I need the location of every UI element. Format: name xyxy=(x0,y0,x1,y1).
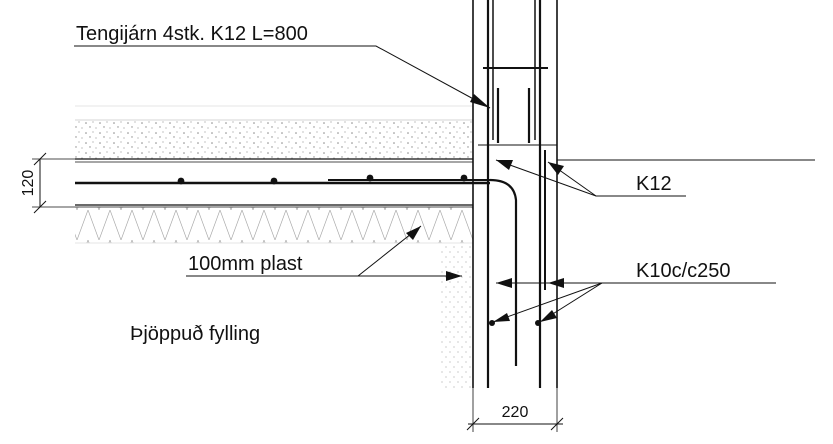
arrow-stirrups-d xyxy=(548,278,564,288)
rebar-dot-1 xyxy=(177,177,185,185)
k12-bent-bar xyxy=(489,178,518,366)
concrete-wall xyxy=(472,0,815,388)
stirrup-dot-left xyxy=(489,320,495,326)
fill-beside-wall xyxy=(440,243,473,388)
rebar-dot-2 xyxy=(270,177,278,185)
arrow-tie-bars xyxy=(470,94,490,108)
dim-120-text: 120 xyxy=(20,170,37,197)
leader-lines xyxy=(74,45,776,323)
rebar-dot-4 xyxy=(460,174,468,182)
arrow-k12-b xyxy=(548,162,564,175)
arrow-k12-a xyxy=(496,160,513,170)
arrow-insulation-wall xyxy=(446,271,462,281)
dimension-220: 220 xyxy=(466,388,564,432)
rebar-dot-3 xyxy=(366,174,374,182)
arrow-stirrups-c xyxy=(496,278,512,288)
arrow-insulation xyxy=(406,226,421,240)
gravel-layer xyxy=(75,120,473,160)
dim-220-text: 220 xyxy=(502,404,529,421)
stirrup-dot-right xyxy=(535,320,541,326)
ground-hatch-zone xyxy=(75,105,473,388)
label-tie-bars: Tengijárn 4stk. K12 L=800 xyxy=(76,23,308,45)
arrow-stirrups-a xyxy=(540,310,557,322)
arrow-stirrups-b xyxy=(493,313,510,322)
dimension-120: 120 xyxy=(20,152,75,214)
label-fill: Þjöppuð fylling xyxy=(130,323,260,345)
leader-stirrups-b xyxy=(492,282,603,323)
label-insulation: 100mm plast xyxy=(188,253,303,275)
leader-tie-bars xyxy=(74,45,491,109)
label-k12: K12 xyxy=(636,173,672,195)
leader-stirrups-a xyxy=(539,282,776,323)
label-stirrups: K10c/c250 xyxy=(636,260,731,282)
floor-slab xyxy=(75,158,490,208)
